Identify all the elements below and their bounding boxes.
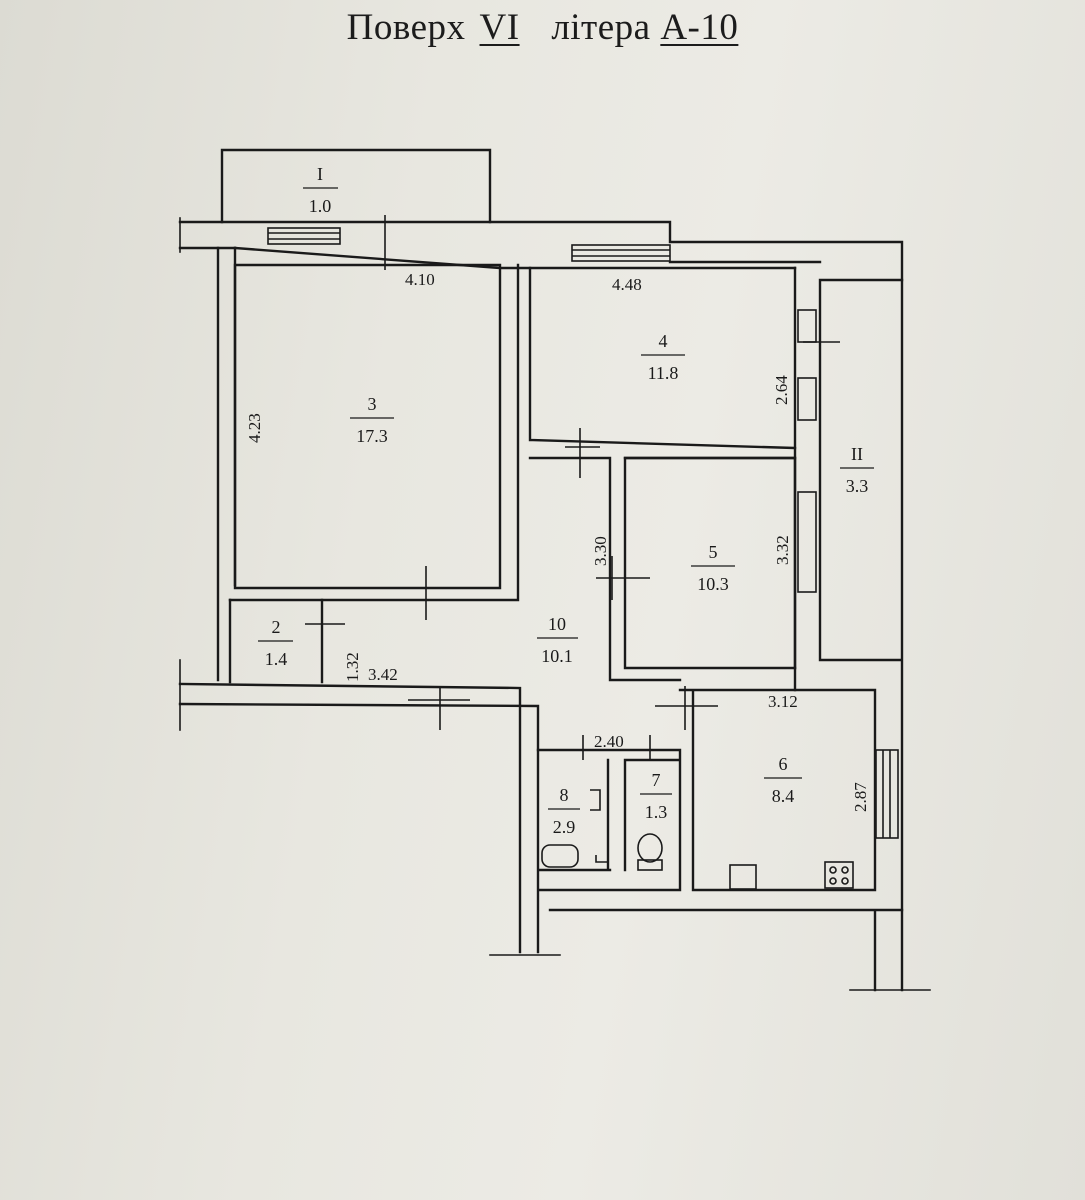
letter-label: літера: [551, 7, 651, 48]
svg-text:6: 6: [779, 754, 788, 774]
svg-text:II: II: [851, 444, 863, 464]
room-label-4: 4 11.8: [641, 331, 685, 383]
svg-text:4: 4: [659, 331, 668, 351]
floor-value: VI: [479, 7, 520, 48]
dim-bath-wc-width: 2.40: [594, 732, 624, 751]
svg-text:8.4: 8.4: [772, 786, 795, 806]
window-room-4-side: [797, 377, 817, 421]
dim-room-5-height: 3.32: [773, 535, 792, 565]
room-label-7: 7 1.3: [640, 770, 672, 822]
room-6-outline: [678, 688, 877, 892]
svg-text:5: 5: [709, 542, 718, 562]
room-5-outline: [623, 456, 797, 670]
window-room-3: [267, 227, 341, 245]
room-label-2: 2 1.4: [258, 617, 293, 669]
letter-value: А-10: [660, 7, 739, 48]
window-room-6: [875, 749, 899, 839]
svg-text:2: 2: [272, 617, 281, 637]
room-3-outline: [228, 263, 520, 602]
svg-text:10.3: 10.3: [697, 574, 729, 594]
room-label-8: 8 2.9: [548, 785, 580, 837]
lower-left-wall: [178, 682, 540, 954]
dim-room-3-height: 4.23: [245, 413, 264, 443]
room-label-5: 5 10.3: [691, 542, 735, 594]
sink-icon: [590, 789, 608, 863]
kitchen-sink-icon: [729, 864, 757, 890]
dim-room-4-width: 4.48: [612, 275, 642, 294]
svg-text:8: 8: [560, 785, 569, 805]
bath-wc-block: [536, 748, 682, 892]
room-2-outline: [228, 598, 324, 684]
top-outer-wall: [178, 220, 904, 282]
svg-text:3.3: 3.3: [846, 476, 869, 496]
dim-corridor-height: 3.30: [591, 536, 610, 566]
dim-room-3-width: 4.10: [405, 270, 435, 289]
window-room-4: [571, 244, 671, 262]
svg-text:10.1: 10.1: [541, 646, 573, 666]
left-outer-wall: [216, 246, 237, 682]
svg-text:1.3: 1.3: [645, 802, 668, 822]
svg-text:2.9: 2.9: [553, 817, 576, 837]
toilet-icon: [637, 833, 663, 863]
floor-header: Поверх VI літера А-10: [0, 6, 1085, 49]
balcony-i-outline: [220, 148, 492, 224]
room-label-3: 3 17.3: [350, 394, 394, 446]
room-label-I: I 1.0: [303, 164, 338, 216]
dim-room-6-height: 2.87: [851, 782, 870, 812]
room-label-10: 10 10.1: [537, 614, 578, 666]
dim-corridor-width: 3.42: [368, 665, 398, 684]
svg-text:1.0: 1.0: [309, 196, 332, 216]
svg-text:1.4: 1.4: [265, 649, 288, 669]
svg-text:17.3: 17.3: [356, 426, 388, 446]
floor-label: Поверх: [346, 7, 466, 48]
stove-icon: [824, 861, 854, 889]
door-marks: [305, 215, 840, 760]
fixtures: [541, 789, 854, 890]
window-loggia-top: [797, 309, 817, 343]
bathtub-icon: [541, 844, 579, 868]
room-4-outline: [528, 266, 797, 450]
window-room-5-side: [797, 491, 817, 593]
room-label-II: II 3.3: [840, 444, 874, 496]
dim-room-4-height: 2.64: [772, 375, 791, 405]
svg-text:I: I: [317, 164, 323, 184]
svg-text:11.8: 11.8: [648, 363, 679, 383]
windows: [267, 227, 899, 839]
room-label-6: 6 8.4: [764, 754, 802, 806]
svg-text:10: 10: [548, 614, 566, 634]
svg-text:3: 3: [368, 394, 377, 414]
dim-room-2-height: 1.32: [343, 652, 362, 682]
svg-text:7: 7: [652, 770, 661, 790]
dim-room-6-width: 3.12: [768, 692, 798, 711]
